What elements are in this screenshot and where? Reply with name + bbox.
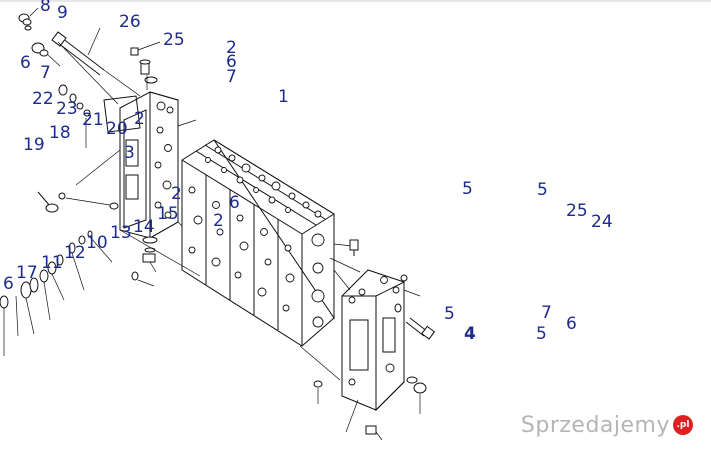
top-left-small-parts (18, 7, 91, 117)
spool-end-parts (0, 230, 113, 356)
callout-19: 19 (23, 135, 45, 155)
watermark-text: Sprzedajemy (520, 412, 670, 438)
callout-20: 20 (106, 119, 128, 139)
callout-23: 23 (56, 99, 78, 119)
main-valve-body (181, 139, 353, 347)
callout-5: 5 (537, 180, 548, 200)
callout-6: 6 (229, 193, 240, 213)
right-end-cover (341, 269, 421, 412)
callout-6: 6 (226, 52, 237, 72)
tie-bolt (51, 27, 105, 76)
callout-22: 22 (32, 89, 54, 109)
callout-6: 6 (3, 274, 14, 294)
callout-5: 5 (536, 324, 547, 344)
callout-10: 10 (86, 233, 108, 253)
callout-2: 2 (171, 184, 182, 204)
left-side-bolts (37, 149, 121, 213)
callout-17: 17 (16, 263, 38, 283)
callout-8: 8 (40, 0, 51, 16)
callout-14: 14 (133, 217, 155, 237)
callout-2: 2 (213, 211, 224, 231)
callout-5: 5 (462, 179, 473, 199)
callout-26: 26 (119, 12, 141, 32)
right-cover-bolts (313, 274, 436, 441)
callout-18: 18 (49, 123, 71, 143)
callout-1: 1 (278, 87, 289, 107)
watermark-badge: .pl (673, 415, 693, 435)
watermark: Sprzedajemy .pl (521, 412, 693, 438)
callout-6: 6 (566, 314, 577, 334)
callout-4: 4 (464, 324, 476, 344)
callout-25: 25 (163, 30, 185, 50)
callout-24: 24 (591, 212, 613, 232)
callout-11: 11 (41, 253, 63, 273)
callout-5: 5 (444, 304, 455, 324)
assembly-lines (57, 41, 351, 381)
callout-25: 25 (566, 201, 588, 221)
top-fittings (130, 41, 161, 90)
callout-15: 15 (157, 204, 179, 224)
callout-7: 7 (40, 63, 51, 83)
callout-6: 6 (20, 53, 31, 73)
callout-12: 12 (64, 243, 86, 263)
mid-plugs (329, 239, 361, 273)
callout-labels: 8 9 26 25 2 6 7 1 6 7 22 23 21 20 2 18 1… (3, 0, 613, 344)
callout-3: 3 (124, 143, 135, 163)
callout-7: 7 (226, 67, 237, 87)
callout-2: 2 (134, 109, 145, 129)
callout-2: 2 (226, 38, 237, 58)
callout-13: 13 (110, 223, 132, 243)
callout-7: 7 (541, 303, 552, 323)
callout-21: 21 (82, 110, 104, 130)
callout-9: 9 (57, 3, 68, 23)
